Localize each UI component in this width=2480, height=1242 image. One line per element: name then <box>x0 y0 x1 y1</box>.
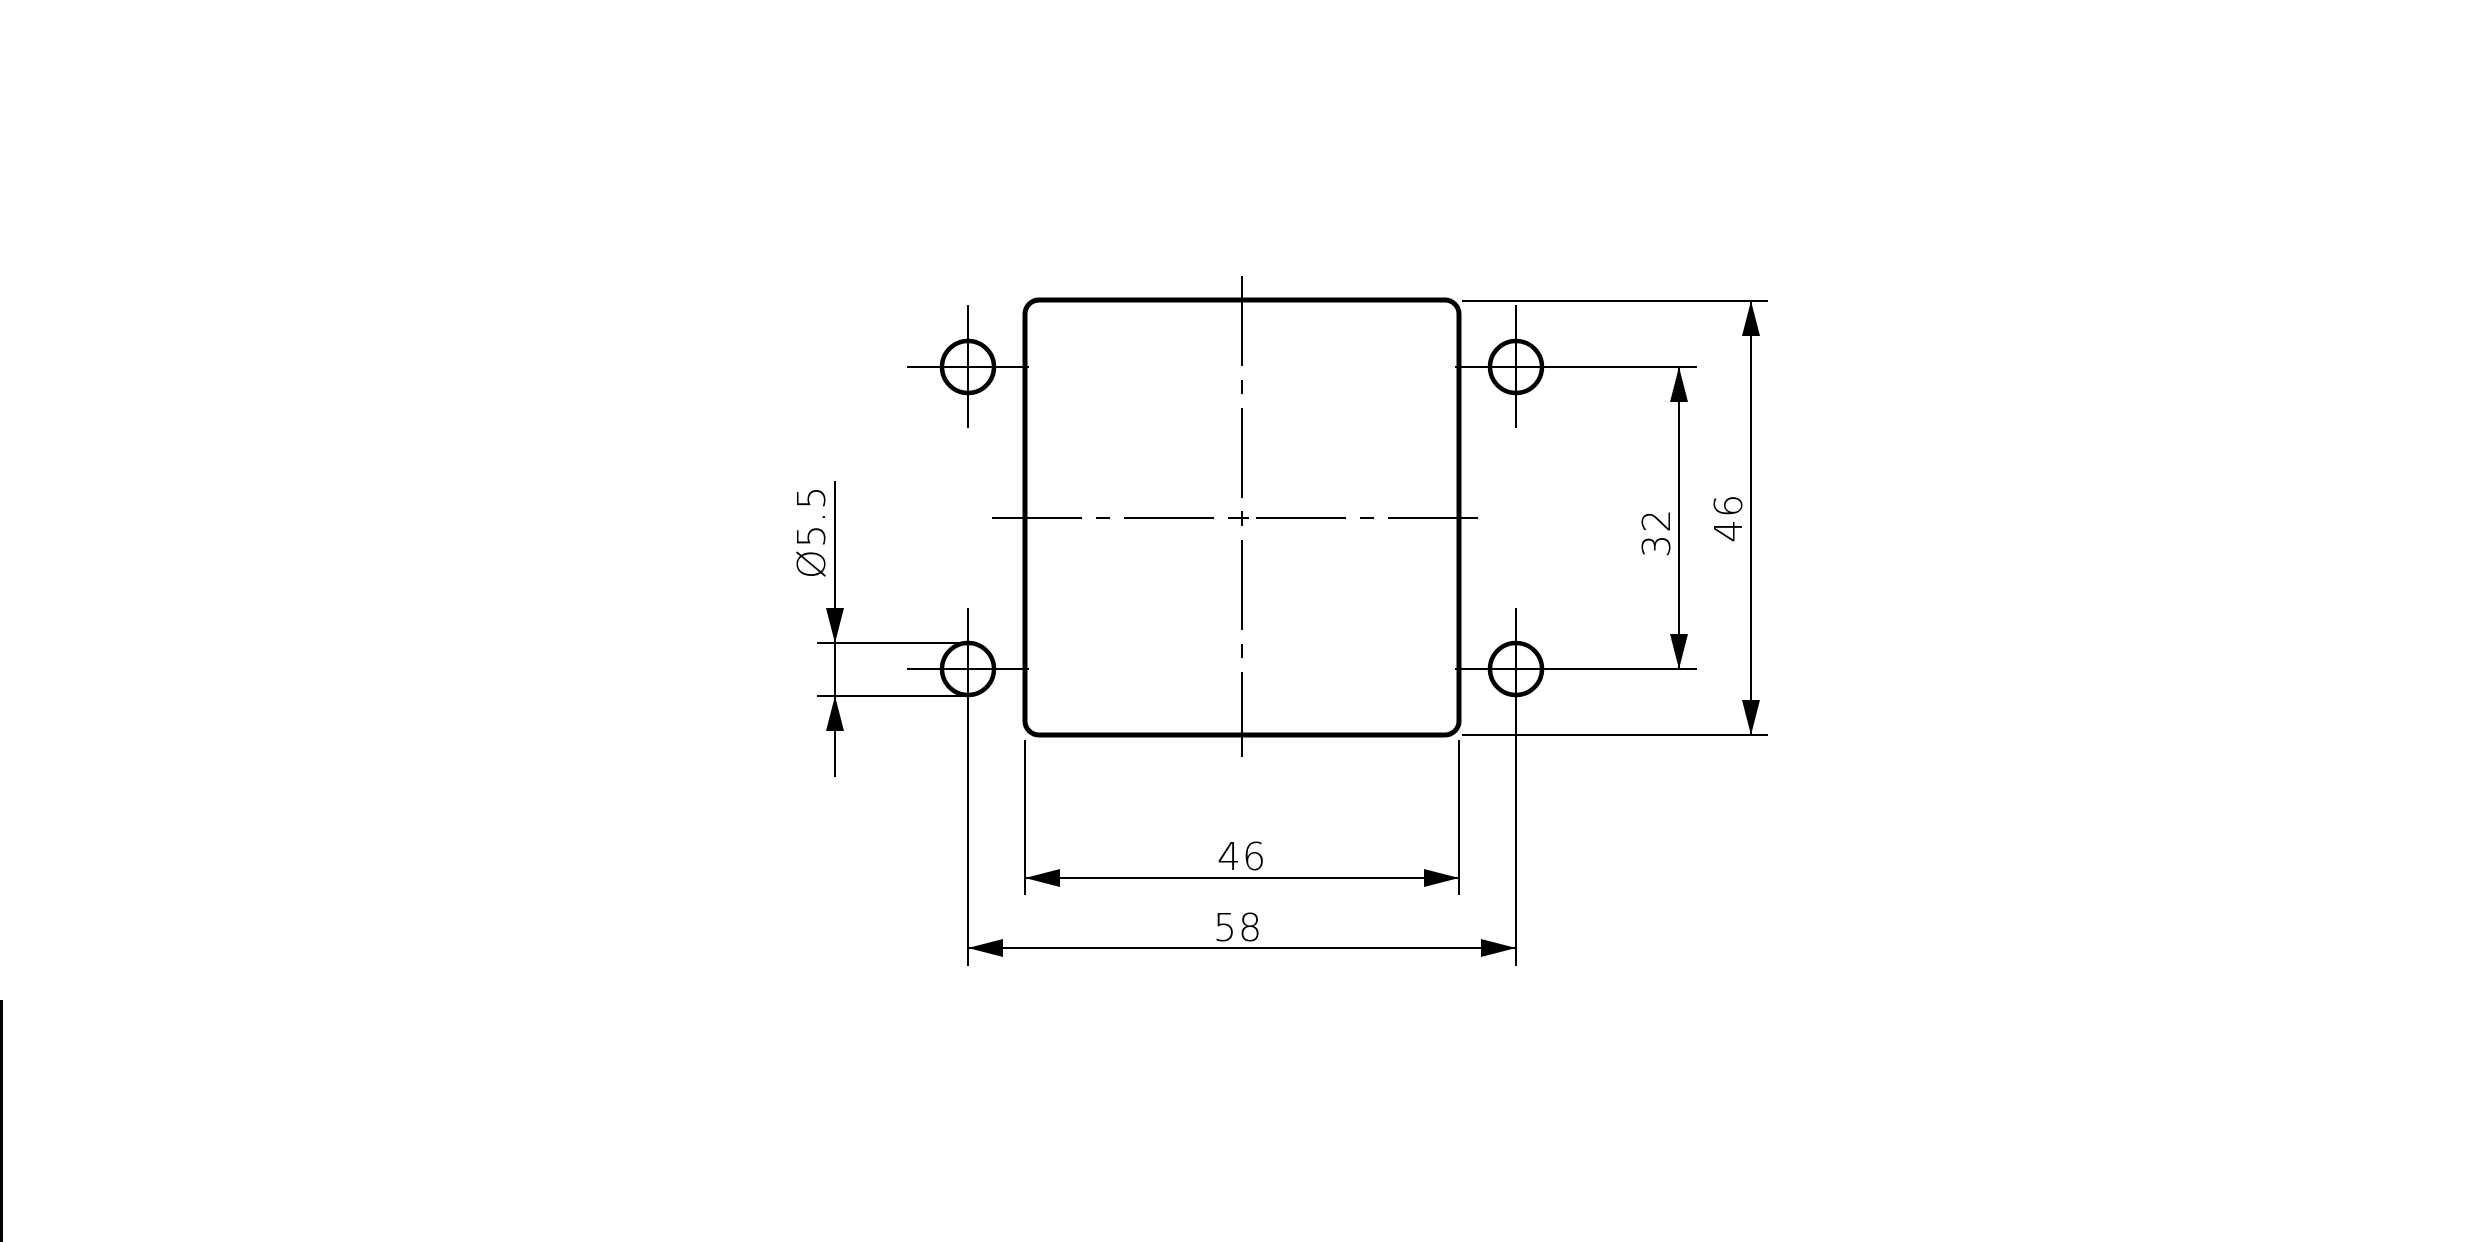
arrow-left-icon <box>968 939 1003 957</box>
hole-bottom-right <box>1455 608 1697 966</box>
arrow-right-icon <box>1424 869 1459 887</box>
left-edge-border <box>0 1000 3 1242</box>
arrow-up-icon <box>826 696 844 731</box>
dimension-hole-diameter: Ø5.5 <box>790 481 968 777</box>
dimension-hole-pitch-horizontal: 58 <box>968 906 1516 957</box>
cutout-width-label: 46 <box>1217 835 1267 879</box>
arrow-up-icon <box>1742 301 1760 336</box>
hole-bottom-left <box>907 608 1029 966</box>
hole-top-left <box>907 305 1029 428</box>
cutout-height-label: 46 <box>1707 493 1751 543</box>
hole-diameter-label: Ø5.5 <box>790 485 834 579</box>
dimension-hole-pitch-vertical: 32 <box>1635 367 1688 669</box>
hole-pitch-vertical-label: 32 <box>1635 508 1679 558</box>
arrow-left-icon <box>1025 869 1060 887</box>
hole-pitch-horizontal-label: 58 <box>1213 906 1263 950</box>
dimension-cutout-height: 46 <box>1462 300 1768 736</box>
arrow-up-icon <box>1670 367 1688 402</box>
hole-top-right <box>1455 305 1697 428</box>
arrow-down-icon <box>1742 700 1760 735</box>
arrow-right-icon <box>1481 939 1516 957</box>
arrow-down-icon <box>1670 634 1688 669</box>
arrow-down-icon <box>826 608 844 643</box>
dimension-cutout-width: 46 <box>1024 740 1460 895</box>
